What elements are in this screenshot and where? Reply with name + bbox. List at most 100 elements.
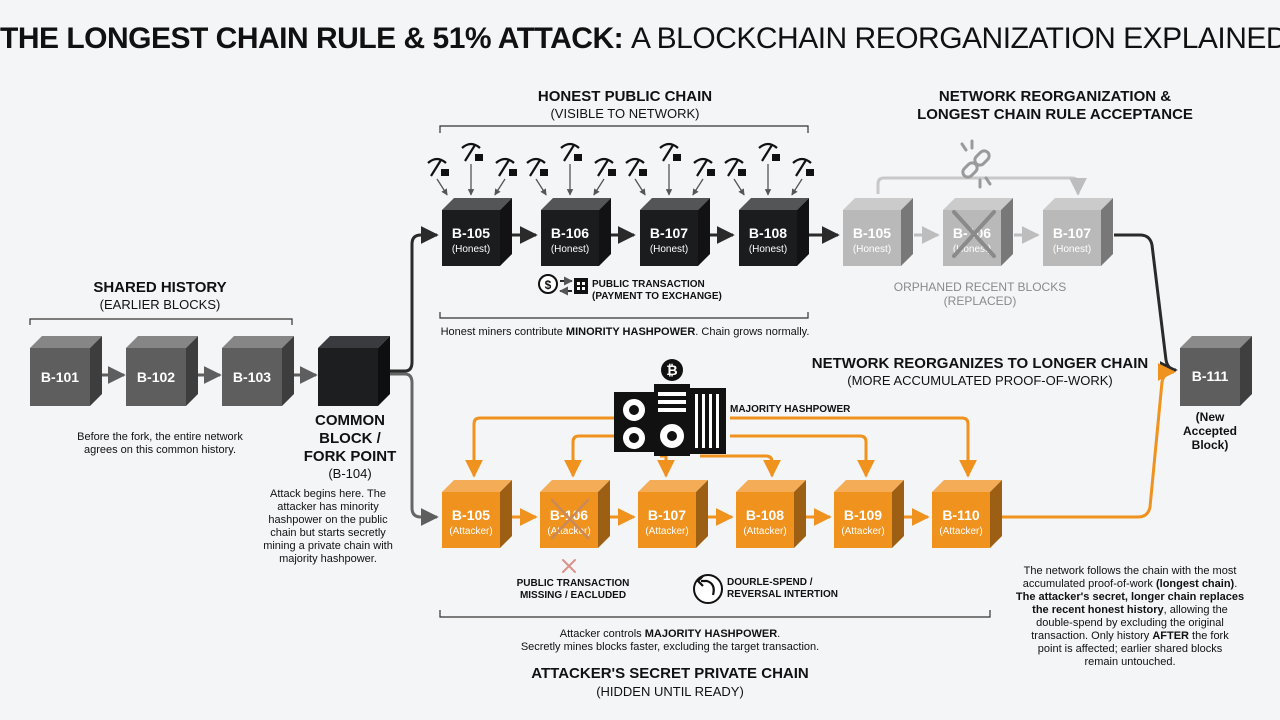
page-title: THE LONGEST CHAIN RULE & 51% ATTACK: A B… bbox=[0, 22, 1280, 56]
fork-note-4: chain but starts secretly bbox=[270, 527, 386, 539]
pickaxe-icon bbox=[461, 142, 483, 162]
fork-note-2: attacker has minority bbox=[277, 501, 379, 513]
attacker-note-bold: MAJORITY HASHPOWER bbox=[644, 628, 778, 640]
explanation-segment: , allowing the bbox=[1163, 604, 1228, 616]
broken-link-icon bbox=[960, 139, 992, 189]
fork-point-block bbox=[318, 336, 390, 406]
honest-note-bold: MINORITY HASHPOWER bbox=[565, 326, 696, 338]
network-explanation: The network follows the chain with the m… bbox=[1010, 565, 1250, 669]
public-transaction-label-1: PUBLIC TRANSACTION bbox=[592, 279, 705, 290]
honest-block-b-107-tag: (Honest) bbox=[650, 244, 688, 255]
explanation-segment: The attacker's secret, longer chain repl… bbox=[1015, 591, 1245, 603]
attacker-chain-heading: ATTACKER'S SECRET PRIVATE CHAIN bbox=[531, 665, 809, 682]
miner-arrow bbox=[692, 178, 704, 196]
title-normal: A BLOCKCHAIN REORGANIZATION EXPLAINED bbox=[630, 22, 1280, 55]
attacker-block-b-108: B-108(Attacker) bbox=[736, 480, 806, 548]
pickaxe-icon bbox=[495, 157, 517, 177]
miner-arrow bbox=[634, 178, 646, 196]
fork-note-1: Attack begins here. The bbox=[270, 488, 386, 500]
attacker-block-b-109-id: B-109 bbox=[844, 507, 882, 523]
reorg-bypass-arrow bbox=[876, 176, 1087, 196]
honest-block-b-108: B-108(Honest) bbox=[739, 198, 809, 266]
majority-hashpower-label: MAJORITY HASHPOWER bbox=[730, 404, 851, 415]
miner-arrow bbox=[494, 178, 506, 196]
double-spend-label-1: DOURLE-SPEND / bbox=[727, 577, 813, 588]
honest-block-b-107: B-107 (Honest) bbox=[640, 198, 710, 266]
pickaxe-icon bbox=[625, 157, 647, 177]
missing-tx-x-icon bbox=[562, 559, 576, 573]
network-explanation-line: The attacker's secret, longer chain repl… bbox=[1010, 591, 1250, 604]
attacker-block-b-105-tag: (Attacker) bbox=[449, 526, 492, 537]
attacker-block-b-110: B-110(Attacker) bbox=[932, 480, 1002, 548]
attacker-block-b-107-tag: (Attacker) bbox=[645, 526, 688, 537]
honest-chain-bracket bbox=[439, 125, 809, 133]
miner-arrow bbox=[535, 178, 547, 196]
honest-block-b-105: B-105(Honest) bbox=[442, 198, 512, 266]
missing-tx-label-2: MISSING / EACLUDED bbox=[519, 590, 627, 601]
explanation-segment: AFTER bbox=[1152, 630, 1189, 642]
explanation-segment: remain untouched. bbox=[1084, 656, 1176, 668]
attacker-block-b-107: B-107(Attacker) bbox=[638, 480, 708, 548]
honest-chain-subheading: (VISIBLE TO NETWORK) bbox=[550, 106, 700, 121]
miner-arrow bbox=[733, 178, 745, 196]
network-explanation-line: point is affected; earlier shared blocks bbox=[1010, 643, 1250, 656]
pickaxe-icon bbox=[594, 157, 616, 177]
miner-arrow bbox=[593, 178, 605, 196]
reorg-heading-1: NETWORK REORGANIZATION & bbox=[938, 88, 1172, 105]
network-subheading: (MORE ACCUMULATED PROOF-OF-WORK) bbox=[847, 373, 1113, 388]
honest-block-b-107-id: B-107 bbox=[650, 225, 688, 241]
orphaned-subheading: (REPLACED) bbox=[943, 294, 1017, 308]
honest-miners bbox=[427, 142, 814, 196]
pickaxe-icon bbox=[659, 142, 681, 162]
network-explanation-line: double-spend by excluding the original bbox=[1010, 617, 1250, 630]
fork-note-5: mining a private chain with bbox=[263, 540, 393, 552]
reorg-block-b-106-tag: (Honest) bbox=[953, 244, 991, 255]
pickaxe-icon bbox=[693, 157, 715, 177]
honest-chain-note: Honest miners contribute MINORITY HASHPO… bbox=[420, 326, 830, 339]
public-transaction-label-2: (PAYMENT TO EXCHANGE) bbox=[592, 291, 722, 302]
network-explanation-line: transaction. Only history AFTER the fork bbox=[1010, 630, 1250, 643]
fork-arrow-attacker bbox=[390, 372, 439, 526]
explanation-segment: point is affected; earlier shared blocks bbox=[1037, 643, 1223, 655]
new-block-label-2: Accepted bbox=[1182, 424, 1238, 438]
attacker-chain-subheading: (HIDDEN UNTIL READY) bbox=[596, 684, 744, 699]
pickaxe-icon bbox=[526, 157, 548, 177]
reorg-to-b111-arrow bbox=[1114, 233, 1178, 379]
reorg-block-b-105-tag: (Honest) bbox=[853, 244, 891, 255]
honest-block-b-106: B-106(Honest) bbox=[541, 198, 611, 266]
new-accepted-block: B-111 bbox=[1180, 336, 1252, 406]
honest-block-b-108-id: B-108 bbox=[749, 225, 787, 241]
fork-note-6: majority hashpower. bbox=[279, 553, 377, 565]
attacker-block-b-110-tag: (Attacker) bbox=[939, 526, 982, 537]
attacker-note-2: Secretly mines blocks faster, excluding … bbox=[520, 641, 820, 653]
explanation-segment: accumulated proof-of-work bbox=[1022, 578, 1156, 590]
attacker-block-b-105-id: B-105 bbox=[452, 507, 490, 523]
attacker-note-pre: Attacker controls bbox=[559, 628, 645, 640]
fork-heading-3: FORK POINT bbox=[303, 448, 397, 465]
honest-block-b-106-id: B-106 bbox=[551, 225, 589, 241]
pickaxe-icon bbox=[560, 142, 582, 162]
explanation-segment: the fork bbox=[1188, 630, 1229, 642]
double-spend-label-2: REVERSAL INTERTION bbox=[727, 589, 838, 600]
miner-arrow bbox=[791, 178, 803, 196]
attacker-chain-blocks: B-105(Attacker)B-106(Attacker)B-107(Atta… bbox=[442, 480, 1002, 548]
missing-tx-label-1: PUBLIC TRANSACTION bbox=[516, 578, 630, 589]
honest-chain-heading: HONEST PUBLIC CHAIN bbox=[537, 88, 713, 105]
honest-note-pre: Honest miners contribute bbox=[440, 326, 566, 338]
attacker-chain-bracket bbox=[439, 610, 991, 618]
reorg-blocks: B-105(Honest)B-106(Honest)B-107(Honest) bbox=[843, 198, 1113, 266]
orphaned-x-icon bbox=[952, 210, 996, 258]
attacker-note-1: Attacker controls MAJORITY HASHPOWER. bbox=[470, 628, 870, 641]
shared-history-heading: SHARED HISTORY bbox=[93, 279, 227, 296]
network-explanation-line: The network follows the chain with the m… bbox=[1010, 565, 1250, 578]
explanation-segment: double-spend by excluding the original bbox=[1036, 617, 1224, 629]
fork-block-id: (B-104) bbox=[328, 466, 372, 481]
new-block-label-3: Block) bbox=[1191, 438, 1229, 452]
shared-block-b-101-id: B-101 bbox=[41, 369, 79, 385]
explanation-segment: transaction. Only history bbox=[1031, 630, 1153, 642]
network-explanation-line: accumulated proof-of-work (longest chain… bbox=[1010, 578, 1250, 591]
pickaxe-icon bbox=[758, 142, 780, 162]
shared-block-b-103-id: B-103 bbox=[233, 369, 271, 385]
honest-chain-bottom-bracket bbox=[439, 312, 809, 319]
shared-block-b-102-id: B-102 bbox=[137, 369, 175, 385]
